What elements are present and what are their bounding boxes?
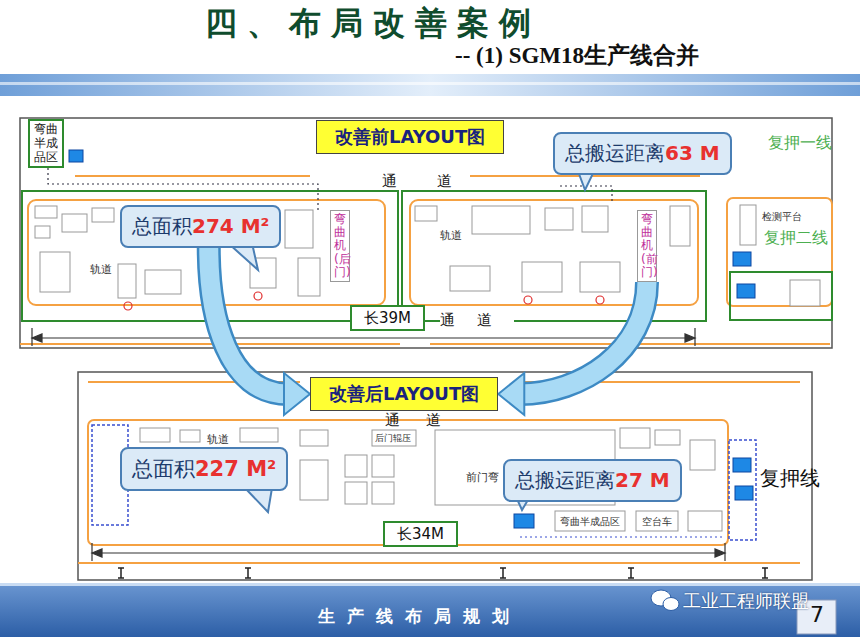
aisle-label: 通道 bbox=[440, 311, 514, 330]
arrow-head bbox=[284, 373, 310, 415]
cart-icon bbox=[735, 486, 753, 500]
line-label: 复押线 bbox=[760, 465, 820, 492]
column-marks bbox=[118, 568, 768, 578]
cart-icon bbox=[514, 514, 534, 528]
cart-icon bbox=[733, 458, 751, 472]
node-text: 总搬运距离 bbox=[515, 468, 615, 492]
machine-boxes bbox=[140, 428, 722, 531]
subtitle: -- (1) SGM18生产线合并 bbox=[455, 40, 699, 71]
footer-band bbox=[0, 583, 860, 637]
track-label: 轨道 bbox=[90, 262, 112, 277]
cart-icon bbox=[69, 150, 83, 162]
node-text: 改善前LAYOUT图 bbox=[335, 126, 485, 147]
footer-title: 生 产 线 布 局 规 划 bbox=[318, 605, 512, 628]
callout-box: 总面积274 M² bbox=[120, 205, 281, 248]
transport-route bbox=[520, 536, 722, 537]
node-text: 63 M bbox=[665, 141, 720, 165]
aisle-label: 通道 bbox=[382, 172, 492, 191]
page-number: 7 bbox=[810, 602, 824, 627]
machine-label: 后门辊压 bbox=[375, 432, 411, 445]
node-text: 274 M² bbox=[192, 214, 269, 238]
callout-box: 总面积227 M² bbox=[120, 447, 288, 491]
line-label: 复押二线 bbox=[764, 228, 828, 249]
heading-box: 改善后LAYOUT图 bbox=[310, 377, 498, 411]
cart-icon bbox=[733, 252, 751, 266]
node-text: 弯曲机(后门) bbox=[334, 213, 346, 279]
callout-tail bbox=[245, 488, 272, 512]
line-label: 复押一线 bbox=[768, 133, 832, 154]
area-label: 弯曲半成品区 bbox=[560, 515, 620, 529]
area-label: 空台车 bbox=[642, 515, 672, 529]
heading-box: 改善前LAYOUT图 bbox=[316, 120, 504, 154]
node-text: 227 M² bbox=[195, 457, 276, 481]
header-stripe bbox=[0, 82, 860, 85]
node-text: 总面积 bbox=[132, 457, 195, 481]
length-box: 长34M bbox=[383, 521, 458, 547]
zone-outline bbox=[727, 198, 832, 306]
wechat-icon bbox=[651, 590, 679, 611]
arrow-outline bbox=[520, 282, 647, 394]
flow-arrow bbox=[498, 282, 647, 415]
area-boundary bbox=[402, 191, 706, 321]
footer-stripe bbox=[0, 583, 860, 586]
arrow-head bbox=[498, 373, 524, 415]
arrow-body bbox=[520, 282, 647, 394]
machine-box: 弯曲机(后门) bbox=[330, 210, 350, 282]
slide-title: 四、布局改善案例 bbox=[205, 2, 541, 46]
callout-box: 总搬运距离63 M bbox=[553, 132, 732, 175]
storage-area bbox=[729, 440, 756, 540]
header-band bbox=[0, 74, 860, 96]
watermark: 工业工程师联盟 bbox=[683, 589, 809, 613]
storage-box: 弯曲半成品区 bbox=[28, 119, 64, 168]
node-text: 长39M bbox=[364, 309, 411, 327]
node-text: 总面积 bbox=[132, 214, 192, 238]
track-label: 轨道 bbox=[207, 432, 229, 447]
arrow-body bbox=[209, 248, 288, 394]
aisle-line bbox=[78, 562, 800, 564]
aisle-line bbox=[20, 343, 830, 345]
panel-frame bbox=[20, 118, 832, 348]
length-box: 长39M bbox=[350, 305, 425, 331]
area-boundary bbox=[730, 272, 832, 320]
arrow-outline bbox=[209, 248, 288, 394]
machine-box: 弯曲机(前门) bbox=[637, 210, 657, 282]
node-text: 27 M bbox=[615, 468, 670, 492]
track-label: 轨道 bbox=[440, 228, 462, 243]
node-text: 弯曲机(前门) bbox=[641, 213, 653, 279]
flow-arrow bbox=[209, 248, 310, 415]
node-text: 改善后LAYOUT图 bbox=[329, 383, 479, 404]
cart-icon bbox=[737, 284, 755, 298]
aisle-label: 通道 bbox=[385, 411, 467, 430]
zone-outline bbox=[88, 420, 728, 545]
panel-frame bbox=[78, 372, 812, 580]
callout-box: 总搬运距离27 M bbox=[503, 459, 682, 502]
node-text: 弯曲半成品区 bbox=[34, 123, 58, 164]
node-text: 总搬运距离 bbox=[565, 141, 665, 165]
machine-label: 前门弯 bbox=[466, 470, 499, 485]
station-label: 检测平台 bbox=[762, 210, 802, 224]
node-text: 长34M bbox=[397, 525, 444, 543]
machine-boxes bbox=[35, 205, 820, 306]
